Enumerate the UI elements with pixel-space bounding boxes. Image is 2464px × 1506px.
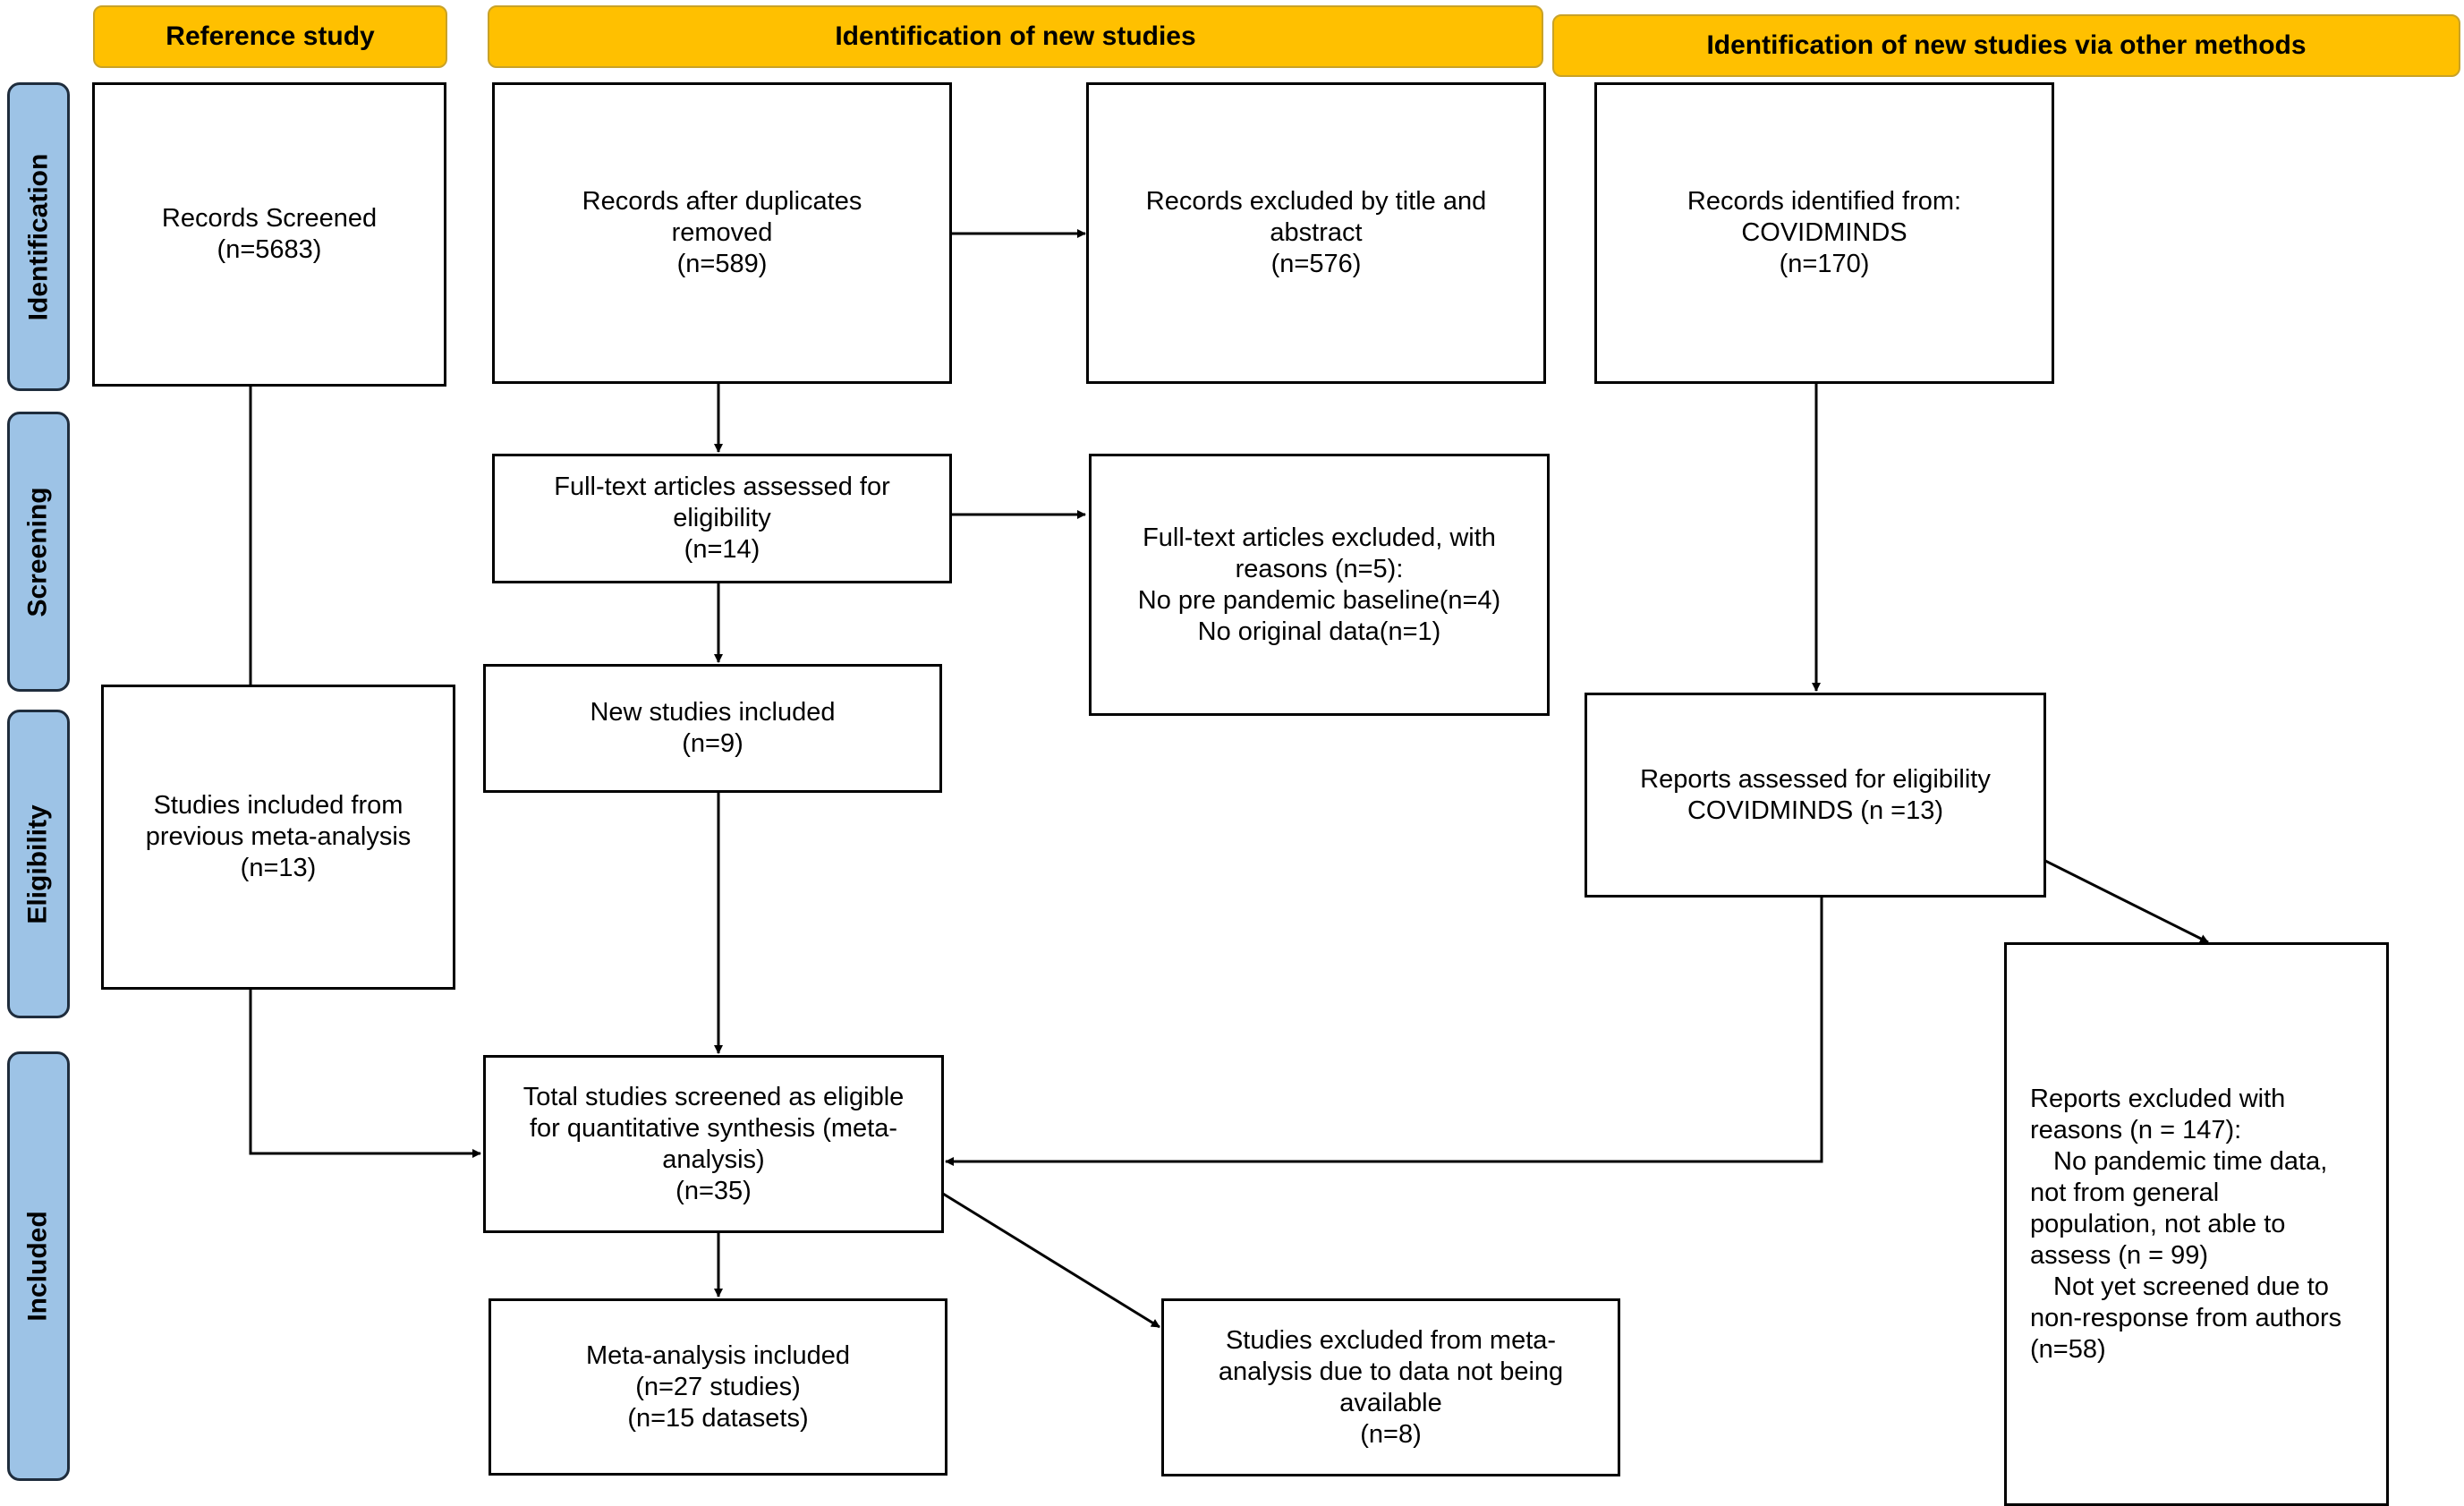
fulltext-assessed-line-1: Full-text articles assessed for <box>554 472 890 501</box>
meta-included-line-1: Meta-analysis included <box>586 1340 850 1370</box>
phase-included: Included <box>7 1051 70 1481</box>
box-total-screened: Total studies screened as eligible for q… <box>483 1055 944 1233</box>
box-previous-meta-analysis: Studies included from previous meta-anal… <box>101 685 455 990</box>
fulltext-assessed-line-2: eligibility <box>673 504 771 532</box>
box-records-identified-covidminds: Records identified from: COVIDMINDS (n=1… <box>1594 82 2054 384</box>
previous-meta-analysis-line-1: Studies included from <box>153 791 404 820</box>
reports-excluded-line-4: not from general <box>2030 1178 2220 1207</box>
reports-excluded-line-2: reasons (n = 147): <box>2030 1115 2242 1144</box>
records-identified-line-3: (n=170) <box>1779 250 1870 278</box>
records-screened-line-2: (n=5683) <box>217 235 322 264</box>
records-after-duplicates-line-2: removed <box>671 218 773 247</box>
fulltext-excluded-line-2: reasons (n=5): <box>1235 554 1404 583</box>
reports-excluded-line-8: non-response from authors <box>2030 1303 2342 1332</box>
reports-excluded-line-3: No pandemic time data, <box>2053 1146 2328 1176</box>
box-fulltext-assessed: Full-text articles assessed for eligibil… <box>492 454 952 583</box>
arrow-previous-to-total <box>249 990 481 1158</box>
new-studies-included-line-1: New studies included <box>590 698 836 727</box>
box-records-screened: Records Screened (n=5683) <box>92 82 446 387</box>
meta-included-line-2: (n=27 studies) <box>635 1372 801 1401</box>
fulltext-excluded-line-3: No pre pandemic baseline(n=4) <box>1137 585 1501 615</box>
box-reports-assessed-covidminds: Reports assessed for eligibility COVIDMI… <box>1585 693 2046 898</box>
reports-excluded-line-7: Not yet screened due to <box>2053 1272 2329 1301</box>
reports-assessed-line-1: Reports assessed for eligibility <box>1640 764 1991 794</box>
previous-meta-analysis-line-2: previous meta-analysis <box>145 822 412 851</box>
records-identified-line-2: COVIDMINDS <box>1741 218 1907 247</box>
records-identified-line-1: Records identified from: <box>1687 187 1962 216</box>
excluded-no-data-line-1: Studies excluded from meta- <box>1225 1325 1557 1355</box>
records-after-duplicates-line-1: Records after duplicates <box>582 187 862 216</box>
total-screened-line-4: (n=35) <box>675 1176 752 1205</box>
records-after-duplicates-line-3: (n=589) <box>676 250 768 278</box>
records-excluded-title-line-1: Records excluded by title and <box>1145 187 1487 216</box>
records-excluded-title-line-2: abstract <box>1270 218 1363 247</box>
reports-excluded-line-6: assess (n = 99) <box>2030 1240 2209 1270</box>
fulltext-assessed-line-3: (n=14) <box>684 535 760 564</box>
box-new-studies-included: New studies included (n=9) <box>483 664 942 793</box>
box-studies-excluded-no-data: Studies excluded from meta- analysis due… <box>1161 1298 1620 1476</box>
header-other-methods: Identification of new studies via other … <box>1552 14 2460 77</box>
new-studies-included-line-2: (n=9) <box>682 729 743 758</box>
box-meta-analysis-included: Meta-analysis included (n=27 studies) (n… <box>489 1298 947 1476</box>
arrow-reports-to-excluded <box>2044 859 2209 944</box>
fulltext-excluded-line-1: Full-text articles excluded, with <box>1143 523 1496 552</box>
phase-screening: Screening <box>7 412 70 692</box>
previous-meta-analysis-line-3: (n=13) <box>240 854 317 882</box>
reports-excluded-line-5: population, not able to <box>2030 1209 2286 1238</box>
box-records-excluded-title: Records excluded by title and abstract (… <box>1086 82 1546 384</box>
records-screened-line-1: Records Screened <box>161 204 378 233</box>
header-reference-study: Reference study <box>93 5 447 68</box>
box-records-after-duplicates: Records after duplicates removed (n=589) <box>492 82 952 384</box>
fulltext-excluded-line-4: No original data(n=1) <box>1197 617 1441 646</box>
total-screened-line-3: analysis) <box>662 1144 765 1174</box>
header-identification-new-studies: Identification of new studies <box>488 5 1543 68</box>
records-excluded-title-line-3: (n=576) <box>1270 250 1362 278</box>
box-fulltext-excluded: Full-text articles excluded, with reason… <box>1089 454 1550 716</box>
total-screened-line-1: Total studies screened as eligible <box>523 1082 905 1111</box>
meta-included-line-3: (n=15 datasets) <box>627 1403 809 1433</box>
excluded-no-data-line-3: available <box>1339 1388 1442 1417</box>
reports-excluded-line-9: (n=58) <box>2030 1334 2106 1364</box>
phase-identification: Identification <box>7 82 70 391</box>
arrow-total-to-excluded-no-data <box>942 1192 1160 1329</box>
reports-excluded-line-1: Reports excluded with <box>2030 1084 2286 1113</box>
arrow-reports-to-total <box>945 898 1823 1166</box>
excluded-no-data-line-4: (n=8) <box>1360 1419 1422 1449</box>
phase-eligibility: Eligibility <box>7 710 70 1018</box>
box-reports-excluded: Reports excluded with reasons (n = 147):… <box>2004 942 2389 1506</box>
total-screened-line-2: for quantitative synthesis (meta- <box>529 1113 897 1143</box>
reports-assessed-line-2: COVIDMINDS (n =13) <box>1687 796 1944 825</box>
excluded-no-data-line-2: analysis due to data not being <box>1218 1357 1564 1386</box>
